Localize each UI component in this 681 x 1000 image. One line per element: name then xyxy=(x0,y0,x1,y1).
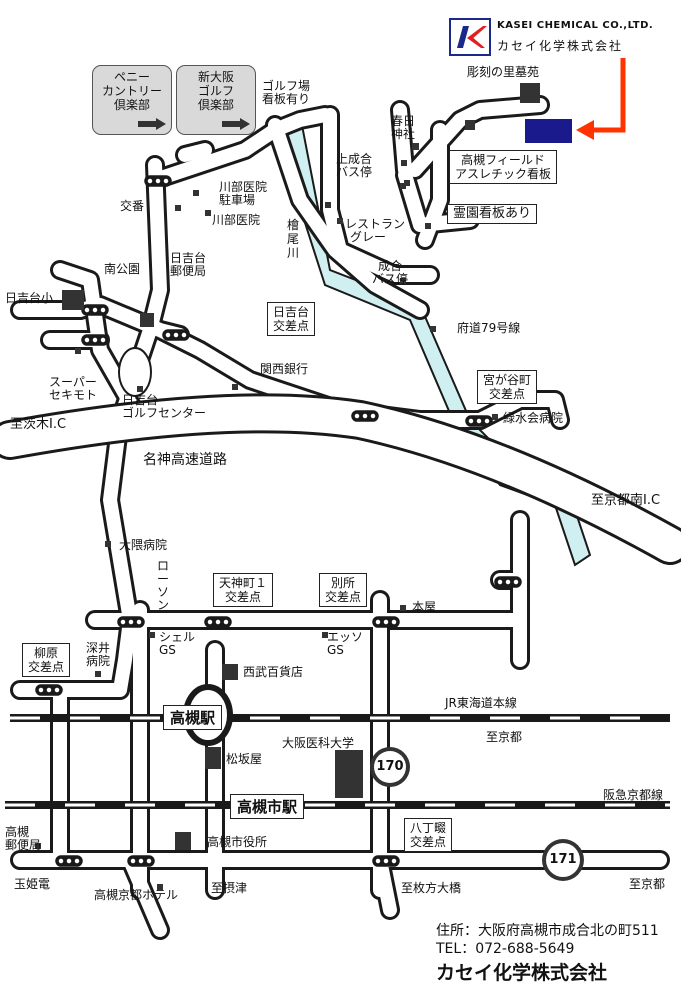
restaurant-label: レストラングレー xyxy=(345,217,406,244)
to-kyoto1-label: 至京都 xyxy=(486,730,523,744)
hiyoshi-post-label: 日吉台郵便局 xyxy=(170,251,207,278)
nariai-bus-label: 成合バス停 xyxy=(372,259,409,286)
ryokusui-label: 緑水会病院 xyxy=(503,411,564,425)
choukoku-label: 彫刻の里墓苑 xyxy=(467,65,540,79)
takatsuki-station: 高槻駅 xyxy=(163,705,223,730)
minamikoen-label: 南公園 xyxy=(104,262,141,276)
takatsukishi-station: 高槻市駅 xyxy=(230,794,305,819)
logo-en: KASEI CHEMICAL CO.,LTD. xyxy=(497,20,654,31)
city-hall-label: 高槻市役所 xyxy=(207,835,268,849)
lawson-label: ローソン xyxy=(156,559,169,612)
seibu-label: 西武百貨店 xyxy=(243,665,304,679)
hiyoshidai-intersection: 日吉台 交差点 xyxy=(267,302,316,336)
kaminariai-bus-label: 上成合バス停 xyxy=(336,152,373,179)
penny-country-club: ペニー カントリー 倶楽部 xyxy=(92,65,172,135)
kawabe-parking-label: 川部医院駐車場 xyxy=(219,180,268,207)
ibaraki-ic-label: 至茨木I.C xyxy=(10,417,67,432)
to-settsu-label: 至摂津 xyxy=(211,881,248,895)
golf-center-oval xyxy=(118,347,152,397)
golf-sign-label: ゴルフ場看板有り xyxy=(262,79,311,106)
river-label: 檜尾川 xyxy=(286,218,299,260)
pointer-arrow xyxy=(592,58,626,133)
kawabe-label: 川部医院 xyxy=(212,213,261,227)
matsuzakaya-label: 松坂屋 xyxy=(226,752,263,766)
fukai-label: 深井病院 xyxy=(86,641,111,668)
tenjin-intersection: 天神町１ 交差点 xyxy=(213,573,274,607)
route-170-shield xyxy=(370,747,410,787)
company-name: カセイ化学株式会社 xyxy=(436,962,608,984)
athletic-sign-box: 高槻フィールド アスレチック看板 xyxy=(449,150,558,184)
destination-marker xyxy=(525,119,572,143)
arrow-right-icon xyxy=(222,118,250,130)
honya-label: 本屋 xyxy=(412,600,437,614)
kyoto-hotel-label: 高槻京都ホテル xyxy=(94,888,179,902)
route-171-shield xyxy=(542,839,584,881)
company-tel: TEL：072-688-5649 xyxy=(436,941,575,957)
cemetery-sign-box: 霊園看板あり xyxy=(447,204,538,224)
prefroad-label: 府道79号線 xyxy=(457,321,521,335)
route170-label: 170 xyxy=(376,759,404,774)
koban-label: 交番 xyxy=(120,199,145,213)
hacchonawate-intersection: 八丁畷 交差点 xyxy=(404,818,453,852)
hankyu-label: 阪急京都線 xyxy=(603,788,664,802)
traffic-signals xyxy=(35,175,522,867)
jr-label: JR東海道本線 xyxy=(445,696,517,710)
company-logo xyxy=(449,18,491,56)
company-address: 住所：大阪府高槻市成合北の町511 xyxy=(436,923,659,939)
route171-label: 171 xyxy=(549,852,577,867)
to-hirakata-label: 至枚方大橋 xyxy=(401,881,462,895)
super-label: スーパーセキモト xyxy=(49,375,98,402)
logo-ja: カセイ化学株式会社 xyxy=(497,39,624,53)
kyotominami-ic-label: 至京都南I.C xyxy=(591,493,661,508)
arrow-right-icon xyxy=(138,118,166,130)
meishin-label: 名神高速道路 xyxy=(143,452,227,468)
kansai-bank-label: 関西銀行 xyxy=(260,362,309,376)
to-kyoto2-label: 至京都 xyxy=(629,877,666,891)
tamahime-label: 玉姫電 xyxy=(14,877,51,891)
omc-label: 大阪医科大学 xyxy=(282,736,355,750)
kasuga-shrine-label: 春日神社 xyxy=(391,114,416,141)
yanagihara-intersection: 柳原 交差点 xyxy=(22,643,71,677)
post-takatsuki-label: 高槻郵便局 xyxy=(5,825,42,852)
landmark-blocks xyxy=(35,83,540,890)
golf-center-label: 日吉台ゴルフセンター xyxy=(122,393,207,420)
miyagadani-intersection: 宮が谷町 交差点 xyxy=(477,370,538,404)
roads-fill xyxy=(13,98,667,937)
bessho-intersection: 別所 交差点 xyxy=(319,573,368,607)
hiyoshi-elem-label: 日吉台小 xyxy=(5,291,54,305)
okuma-label: 大隈病院 xyxy=(119,538,168,552)
